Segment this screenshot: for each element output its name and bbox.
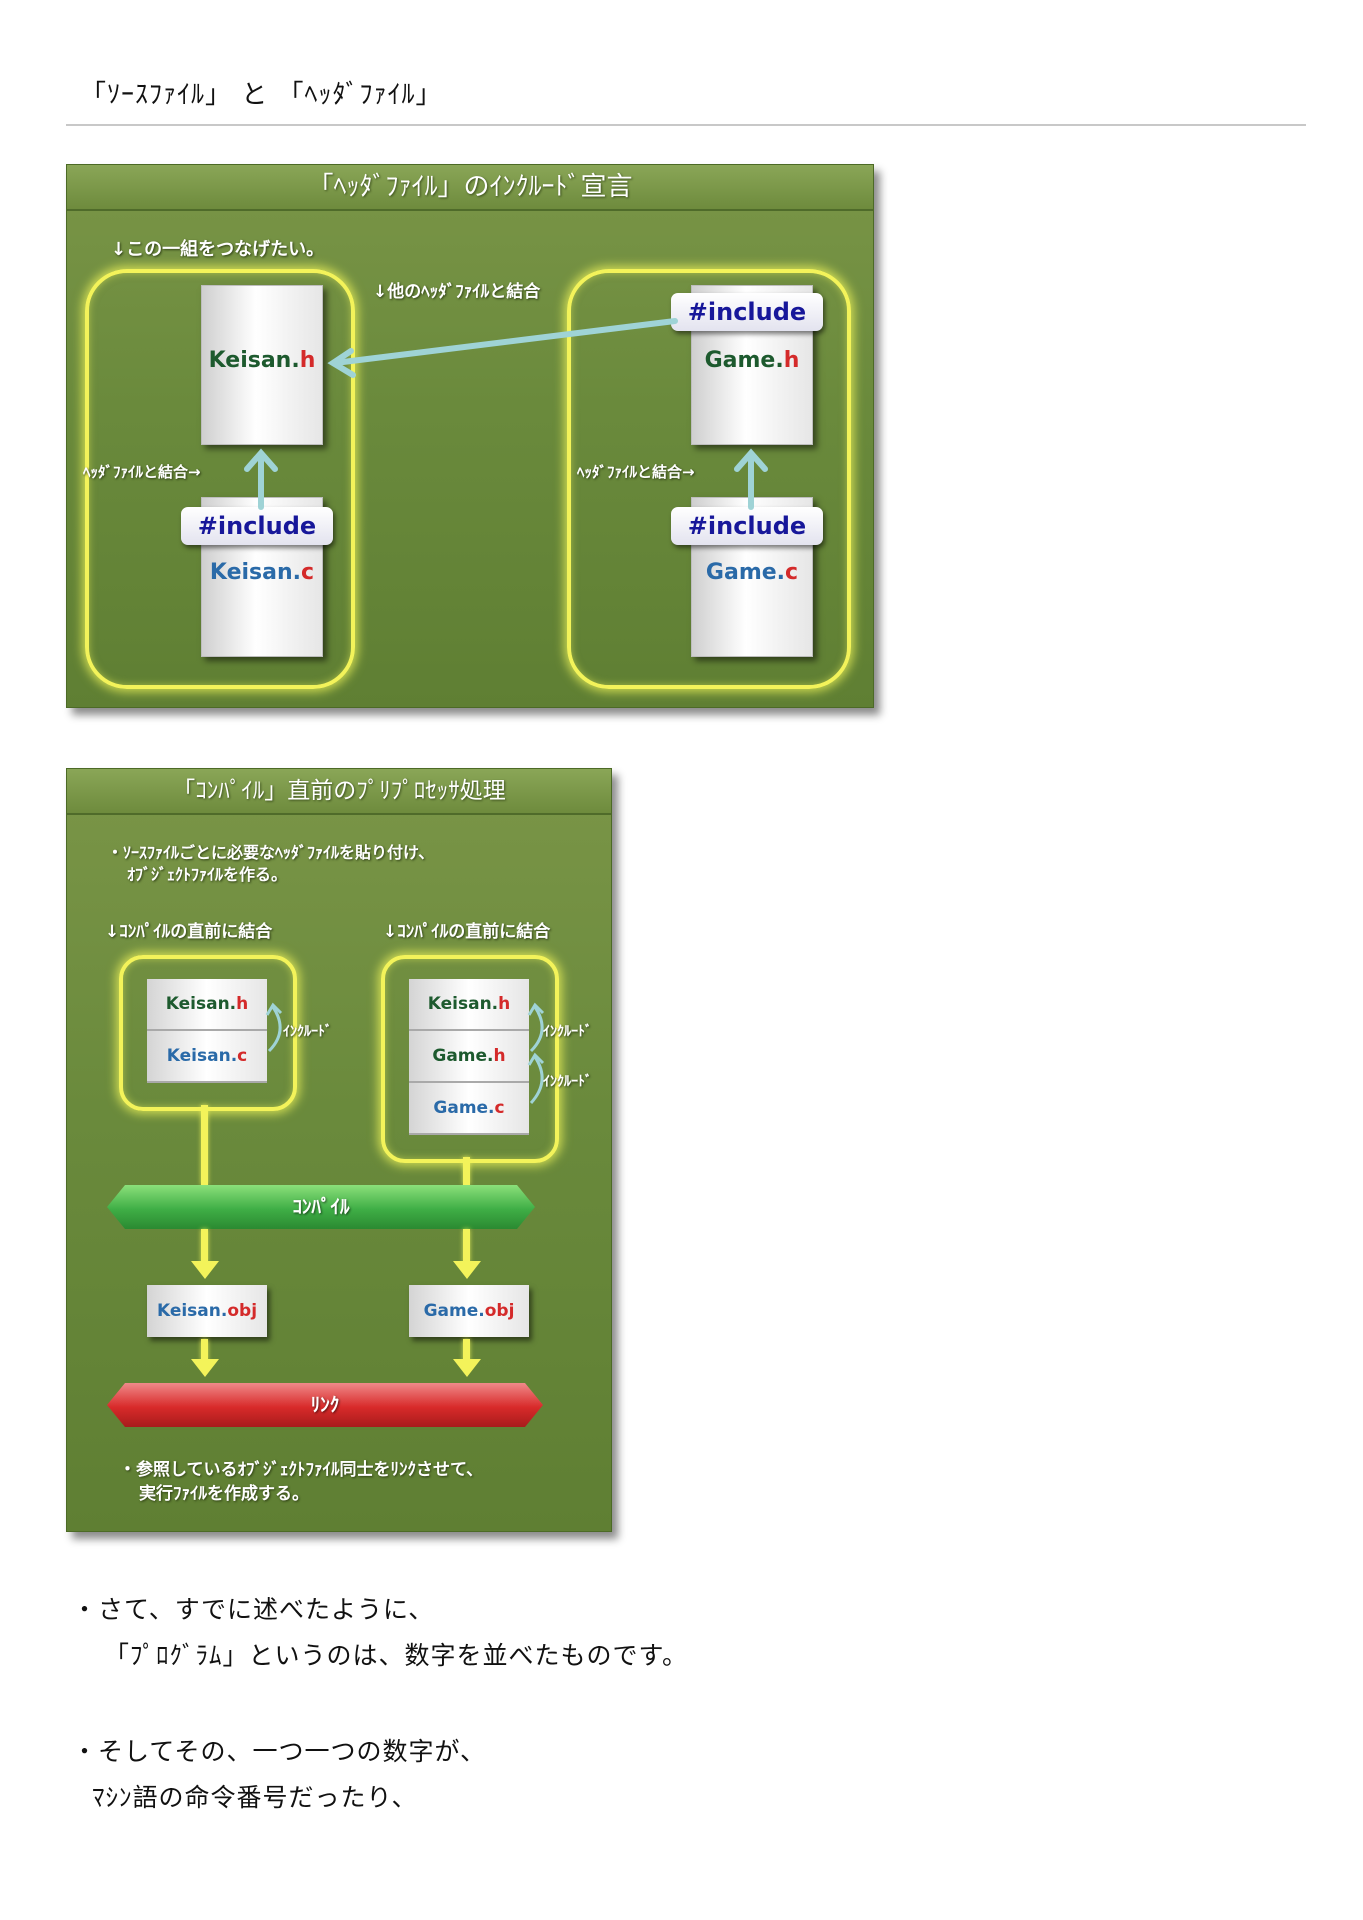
- right-include-curve-2: [529, 1056, 544, 1105]
- title-divider: [66, 124, 1306, 126]
- paragraph-1-line-2: 「ﾌﾟﾛｸﾞﾗﾑ」というのは、数字を並べたものです。: [104, 1641, 689, 1670]
- left-flow-line-3: [201, 1339, 208, 1361]
- right-flow-line-3: [463, 1339, 470, 1361]
- right-stack-game-h: Game.h: [409, 1031, 529, 1083]
- include-diagram-title: 「ﾍｯﾀﾞﾌｧｲﾙ」のｲﾝｸﾙｰﾄﾞ宣言: [67, 165, 873, 211]
- pair-note: ↓この一組をつなげたい。: [111, 239, 325, 260]
- preprocess-note-line2: ｵﾌﾞｼﾞｪｸﾄﾌｧｲﾙを作る。: [127, 865, 288, 884]
- right-combine-heading: ↓ｺﾝﾊﾟｲﾙの直前に結合: [383, 922, 551, 942]
- right-include-curve-1-head: [527, 1002, 545, 1016]
- right-stack-outline: [381, 955, 559, 1163]
- right-group-outline: [567, 269, 851, 689]
- keisan-h-label: Keisan.h: [208, 348, 316, 373]
- arrow-game-c-to-h-head: [734, 448, 768, 472]
- paragraph-2-line-2: ﾏｼﾝ語の命令番号だったり、: [92, 1783, 418, 1812]
- game-obj-box: Game.obj: [409, 1285, 529, 1337]
- page-title: 「ｿｰｽﾌｧｲﾙ」 と 「ﾍｯﾀﾞﾌｧｲﾙ」: [80, 80, 443, 110]
- left-include-curve-head: [265, 1002, 283, 1016]
- paragraph-1-line-1: ・さて、すでに述べたように、: [72, 1595, 435, 1624]
- include-arrows: [244, 318, 768, 510]
- left-stack-keisan-c: Keisan.c: [147, 1031, 267, 1083]
- right-include-curve-1: [529, 1006, 544, 1053]
- preprocess-diagram-title: 「ｺﾝﾊﾟｲﾙ」直前のﾌﾟﾘﾌﾟﾛｾｯｻ処理: [67, 769, 611, 815]
- keisan-h-document: Keisan.h: [201, 285, 323, 445]
- right-file-stack: Keisan.h Game.h Game.c: [409, 979, 529, 1135]
- game-h-include-tag: #include: [671, 293, 823, 331]
- right-include-label-1: ｲﾝｸﾙｰﾄﾞ: [543, 1024, 592, 1040]
- left-file-stack: Keisan.h Keisan.c: [147, 979, 267, 1083]
- keisan-c-label: Keisan.c: [209, 560, 315, 585]
- right-include-curve-2-head: [527, 1052, 545, 1066]
- right-stack-game-c: Game.c: [409, 1083, 529, 1135]
- left-flow-line-1: [201, 1105, 208, 1185]
- right-flow-line-1: [463, 1157, 470, 1185]
- merge-other-header-label: ↓他のﾍｯﾀﾞﾌｧｲﾙと結合: [373, 282, 541, 302]
- left-include-label: ｲﾝｸﾙｰﾄﾞ: [283, 1024, 332, 1040]
- right-arrow-to-link: [453, 1359, 481, 1377]
- include-diagram: 「ﾍｯﾀﾞﾌｧｲﾙ」のｲﾝｸﾙｰﾄﾞ宣言 ↓この一組をつなげたい。 Keisan…: [66, 164, 874, 708]
- compile-banner: ｺﾝﾊﾟｲﾙ: [107, 1185, 535, 1229]
- keisan-obj-box: Keisan.obj: [147, 1285, 267, 1337]
- game-h-label: Game.h: [704, 348, 800, 373]
- link-note-line2: 実行ﾌｧｲﾙを作成する。: [139, 1484, 309, 1504]
- link-banner: ﾘﾝｸ: [107, 1383, 543, 1427]
- preprocess-diagram: 「ｺﾝﾊﾟｲﾙ」直前のﾌﾟﾘﾌﾟﾛｾｯｻ処理 ・ｿｰｽﾌｧｲﾙごとに必要なﾍｯﾀ…: [66, 768, 612, 1532]
- right-flow-line-2: [463, 1229, 470, 1263]
- arrow-game-h-to-keisan-h: [332, 318, 678, 366]
- link-note-line1: ・参照しているｵﾌﾞｼﾞｪｸﾄﾌｧｲﾙ同士をﾘﾝｸさせて、: [119, 1460, 484, 1480]
- paragraph-2-line-1: ・そしてその、一つ一つの数字が、: [72, 1737, 487, 1766]
- left-combine-heading: ↓ｺﾝﾊﾟｲﾙの直前に結合: [105, 922, 273, 942]
- left-merge-label: ﾍｯﾀﾞﾌｧｲﾙと結合→: [83, 463, 201, 481]
- game-c-label: Game.c: [705, 560, 799, 585]
- left-group-outline: [85, 269, 355, 689]
- right-include-label-2: ｲﾝｸﾙｰﾄﾞ: [543, 1074, 592, 1090]
- left-stack-keisan-h: Keisan.h: [147, 979, 267, 1031]
- left-arrow-to-link: [191, 1359, 219, 1377]
- right-stack-keisan-h: Keisan.h: [409, 979, 529, 1031]
- left-include-curve: [267, 1006, 282, 1053]
- arrow-keisan-c-to-h-head: [244, 448, 278, 472]
- game-c-include-tag: #include: [671, 507, 823, 545]
- right-merge-label: ﾍｯﾀﾞﾌｧｲﾙと結合→: [577, 463, 695, 481]
- include-curve-arrows: [265, 1002, 545, 1105]
- left-arrow-to-obj: [191, 1261, 219, 1279]
- preprocess-note-line1: ・ｿｰｽﾌｧｲﾙごとに必要なﾍｯﾀﾞﾌｧｲﾙを貼り付け、: [107, 843, 435, 862]
- keisan-c-include-tag: #include: [181, 507, 333, 545]
- left-stack-outline: [119, 955, 297, 1111]
- arrow-game-h-to-keisan-h-head: [327, 348, 356, 378]
- left-flow-line-2: [201, 1229, 208, 1263]
- right-arrow-to-obj: [453, 1261, 481, 1279]
